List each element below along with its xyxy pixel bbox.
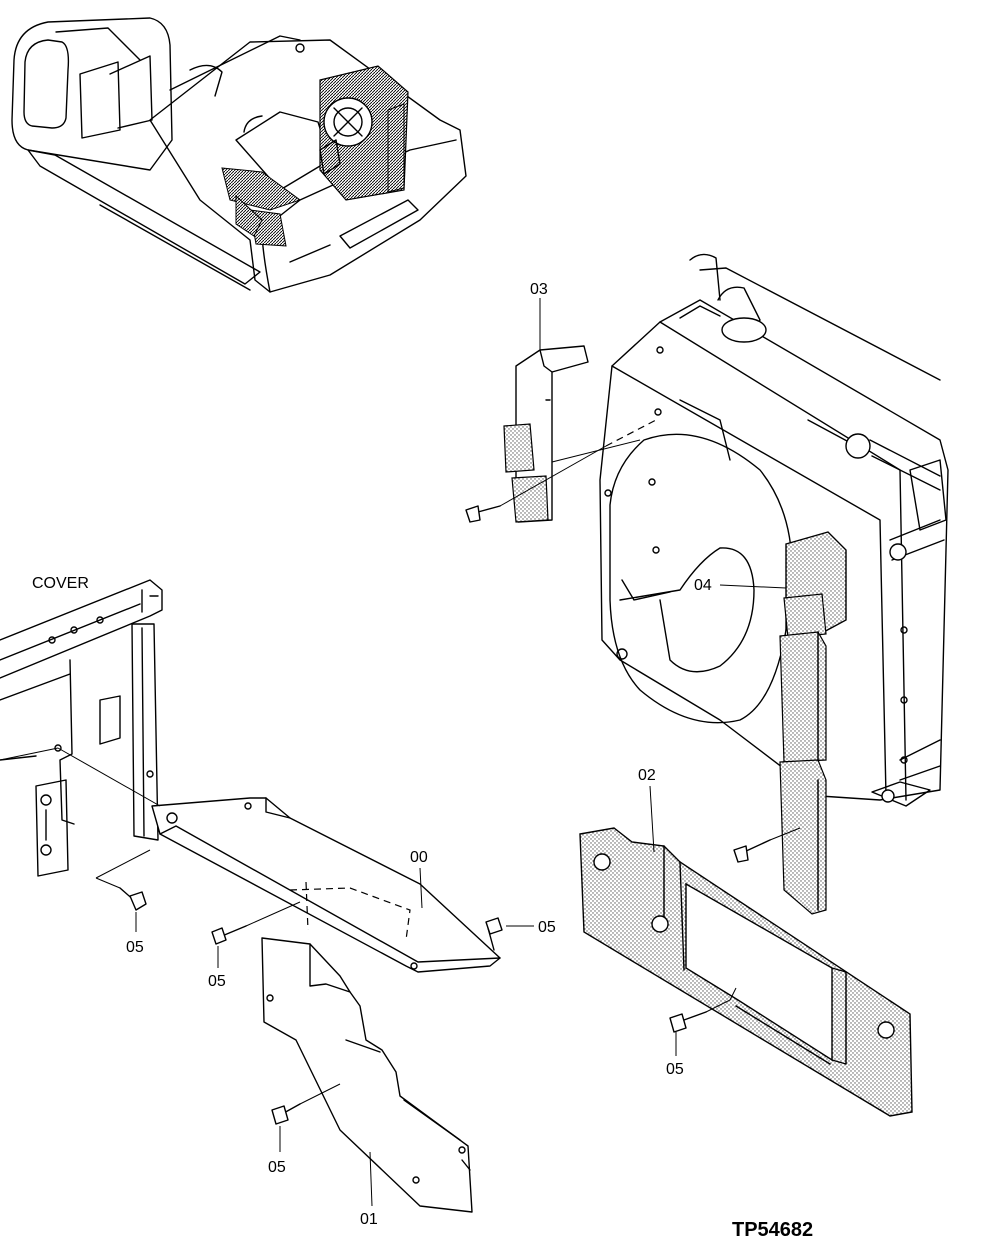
bolt-radiator-lower bbox=[733, 839, 771, 863]
bolt-05-a bbox=[119, 887, 147, 911]
assembly-lines bbox=[0, 298, 801, 1207]
label-part-02: 02 bbox=[638, 767, 656, 784]
label-part-04: 04 bbox=[694, 577, 712, 594]
cover-frame-illustration bbox=[0, 579, 163, 877]
label-part-05: 05 bbox=[538, 919, 556, 936]
bolt-05-e bbox=[669, 1011, 707, 1033]
label-part-05: 05 bbox=[666, 1061, 684, 1078]
label-part-00: 00 bbox=[410, 849, 428, 866]
label-part-03: 03 bbox=[530, 281, 548, 298]
bolt-05-b bbox=[211, 925, 247, 945]
bolt-05-d bbox=[271, 1103, 301, 1125]
bolt-05-c bbox=[485, 917, 503, 951]
label-part-05: 05 bbox=[208, 973, 226, 990]
drawing-code: TP54682 bbox=[732, 1219, 813, 1241]
radiator-assembly-illustration bbox=[599, 253, 949, 807]
part-04-seal bbox=[779, 531, 847, 915]
excavator-overview-illustration bbox=[11, 17, 467, 293]
part-01-plate bbox=[261, 937, 473, 1213]
label-part-05: 05 bbox=[126, 939, 144, 956]
part-03-seal bbox=[503, 345, 589, 523]
part-00-plate bbox=[151, 797, 501, 973]
part-02-seal bbox=[579, 827, 913, 1117]
label-part-05: 05 bbox=[268, 1159, 286, 1176]
label-part-01: 01 bbox=[360, 1211, 378, 1228]
label-cover: COVER bbox=[32, 575, 89, 592]
bolt-radiator-upper bbox=[465, 505, 501, 523]
